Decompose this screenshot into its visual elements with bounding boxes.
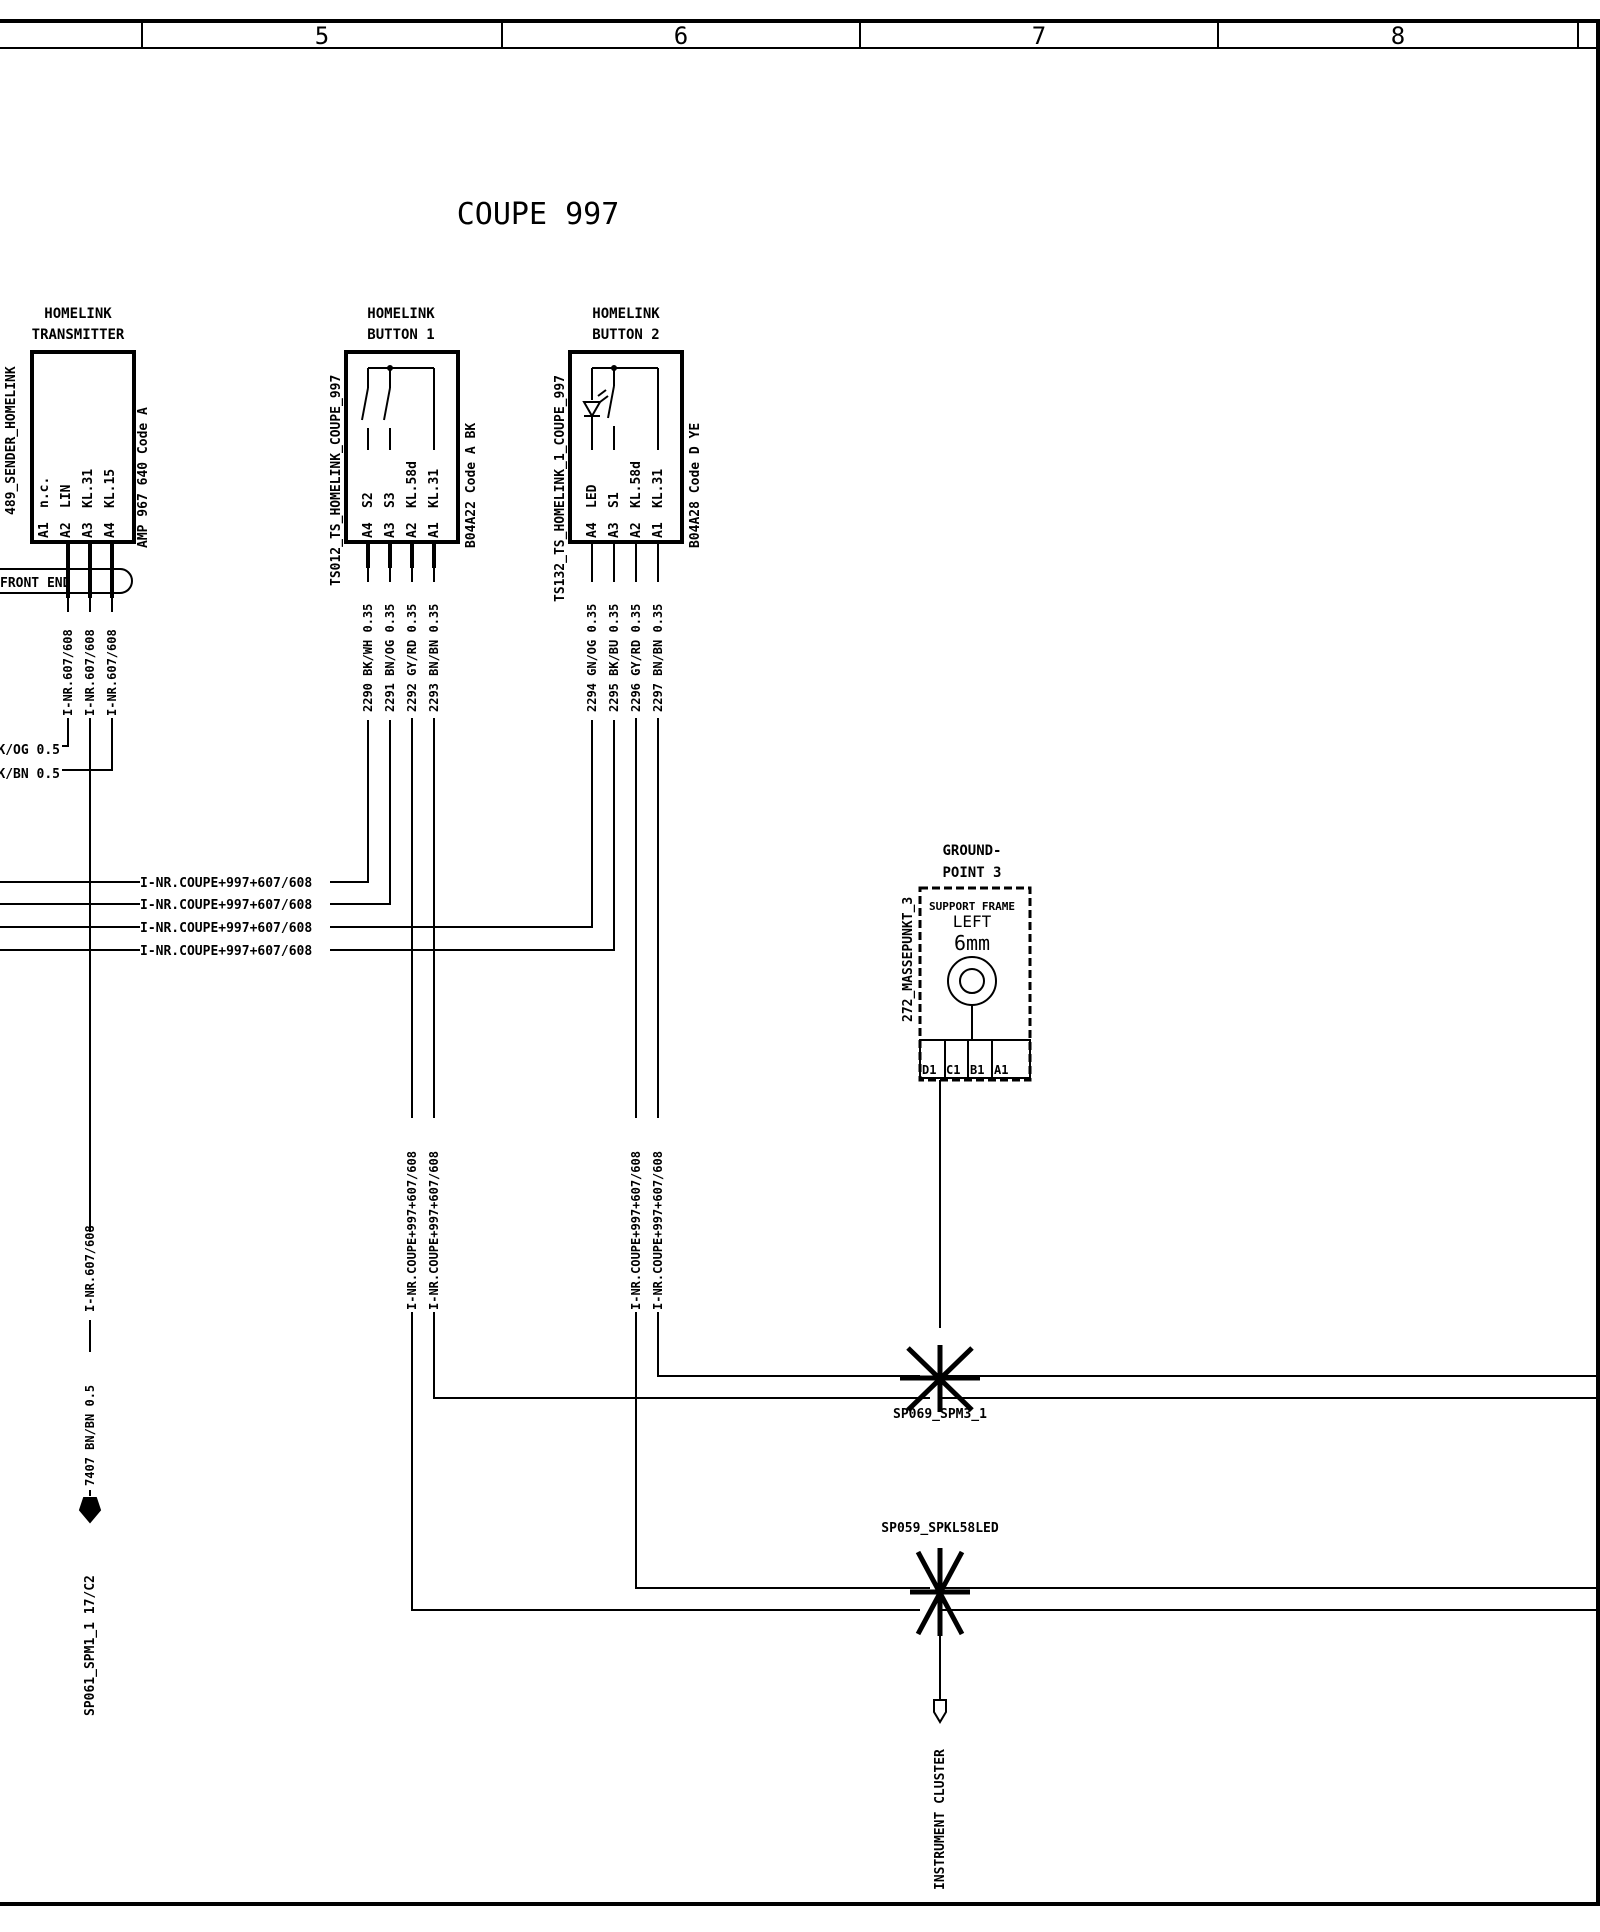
button2-sig-4: KL.31 [651,469,666,508]
ground-title-1: GROUND- [942,843,1001,859]
bus-label-4: I-NR.COUPE+997+607/608 [140,944,312,959]
button2-wire-3: 2296 GY/RD 0.35 [629,604,643,712]
button2-pin-4: A1 [651,522,666,538]
transmitter-wire-inr-2: I-NR.607/608 [83,629,97,716]
button2-title-2: BUTTON 2 [592,327,659,343]
button2-pin-3: A2 [629,522,644,538]
ground-bolt-icon [947,956,997,1040]
left-wire-bk-bn: BK/BN 0.5 [0,767,60,782]
button1-pin-1: A4 [361,522,376,538]
button2-wire-2: 2295 BK/BU 0.35 [607,604,621,712]
button2-pin-1: A4 [585,522,600,538]
transmitter-pin-a4: A4 [103,522,118,538]
transmitter-pin-a2: A2 [59,522,74,538]
button1-pin-4: A1 [427,522,442,538]
front-end-harness: FRONT END [0,576,71,591]
transmitter-wire-inr-3: I-NR.607/608 [105,629,119,716]
button1-code: B04A22 Code A BK [464,423,479,548]
transmitter-id: 489_SENDER_HOMELINK [4,366,19,515]
button1-sig-2: S3 [383,492,398,508]
button2-vert-label-2: I-NR.COUPE+997+607/608 [651,1151,665,1310]
ground-point-3: GROUND- POINT 3 272_MASSEPUNKT_3 SUPPORT… [901,843,1032,1328]
transmitter-wire-inr-1: I-NR.607/608 [61,629,75,716]
button2-sig-2: S1 [607,492,622,508]
button1-wire-4: 2293 BN/BN 0.35 [427,604,441,712]
splice-sp069: SP069_SPM3_1 [893,1345,1598,1422]
ground-pin-c1: C1 [946,1063,960,1077]
button2-sig-1: LED [585,484,600,508]
transmitter-pin-a1: A1 [37,522,52,538]
transmitter-title-2: TRANSMITTER [32,327,125,343]
splice-sp069-label: SP069_SPM3_1 [893,1407,987,1422]
bus-label-3: I-NR.COUPE+997+607/608 [140,921,312,936]
connector-label: SP061_SPM1_1 17/C2 [83,1575,98,1716]
bus-label-2: I-NR.COUPE+997+607/608 [140,898,312,913]
ground-pin-d1: D1 [922,1063,936,1077]
button2-title-1: HOMELINK [592,306,660,322]
button1-title-2: BUTTON 1 [367,327,434,343]
instrument-cluster-label: INSTRUMENT CLUSTER [933,1749,948,1890]
splice-sp059-label: SP059_SPKL58LED [881,1521,999,1536]
homelink-button-1: HOMELINK BUTTON 1 TS012_TS_HOMELINK_COUP… [329,306,930,1611]
column-5: 5 [315,22,329,50]
bus-lines: I-NR.COUPE+997+607/608 I-NR.COUPE+997+60… [0,720,615,959]
button1-wire-3: 2292 GY/RD 0.35 [405,604,419,712]
button1-sig-3: KL.58d [405,461,420,508]
splice-star-icon-2 [910,1548,970,1636]
column-7: 7 [1032,22,1046,50]
transmitter-code: AMP 967 640 Code A [136,407,151,548]
button2-id: TS132_TS_HOMELINK_1_COUPE_997 [553,375,568,602]
homelink-button-2: HOMELINK BUTTON 2 TS132_TS_HOMELINK_1_CO… [553,306,930,1589]
ground-id: 272_MASSEPUNKT_3 [901,897,916,1022]
button1-wire-1: 2290 BK/WH 0.35 [361,604,375,712]
button2-code: B04A28 Code D YE [688,423,703,548]
button1-pin-3: A2 [405,522,420,538]
column-8: 8 [1391,22,1405,50]
button1-id: TS012_TS_HOMELINK_COUPE_997 [329,375,344,586]
cluster-connector-icon [933,1699,947,1724]
transmitter-sig-2: LIN [59,484,74,508]
button2-pin-2: A3 [607,522,622,538]
transmitter-sig-1: n.c. [37,477,52,508]
button2-led-icon [582,365,659,450]
ground-pin-b1: B1 [970,1063,984,1077]
button1-title-1: HOMELINK [367,306,435,322]
transmitter-down-label: 7407 BN/BN 0.5 [83,1385,97,1486]
transmitter-pin-a3: A3 [81,522,96,538]
left-wire-bk-og: BK/OG 0.5 [0,743,60,758]
frame: 5 6 7 8 [0,19,1600,1906]
button2-wire-4: 2297 BN/BN 0.35 [651,604,665,712]
button1-vert-label-2: I-NR.COUPE+997+607/608 [427,1151,441,1310]
ground-size: 6mm [954,931,990,955]
button1-wire-2: 2291 BN/OG 0.35 [383,604,397,712]
ground-support: SUPPORT FRAME [929,900,1015,913]
button1-switch-icon [361,365,435,450]
button1-sig-1: S2 [361,492,376,508]
ground-pin-a1: A1 [994,1063,1008,1077]
ground-side: LEFT [953,912,992,931]
column-6: 6 [674,22,688,50]
button2-vert-label-1: I-NR.COUPE+997+607/608 [629,1151,643,1310]
ground-title-2: POINT 3 [942,865,1001,881]
connector-pin-icon [78,1497,102,1524]
page-title: COUPE 997 [457,197,620,232]
button1-sig-4: KL.31 [427,469,442,508]
button1-pin-2: A3 [383,522,398,538]
bus-label-1: I-NR.COUPE+997+607/608 [140,876,312,891]
button2-wire-1: 2294 GN/OG 0.35 [585,604,599,712]
splice-star-icon [900,1345,980,1412]
button2-sig-3: KL.58d [629,461,644,508]
transmitter-sig-4: KL.15 [103,469,118,508]
button1-vert-label-1: I-NR.COUPE+997+607/608 [405,1151,419,1310]
splice-sp059: SP059_SPKL58LED INSTRUMENT CLUSTER [881,1521,1598,1890]
transmitter-title-1: HOMELINK [44,306,112,322]
transmitter-down-inr: I-NR.607/608 [83,1225,97,1312]
homelink-transmitter: HOMELINK TRANSMITTER 489_SENDER_HOMELINK… [0,306,151,1716]
transmitter-sig-3: KL.31 [81,469,96,508]
